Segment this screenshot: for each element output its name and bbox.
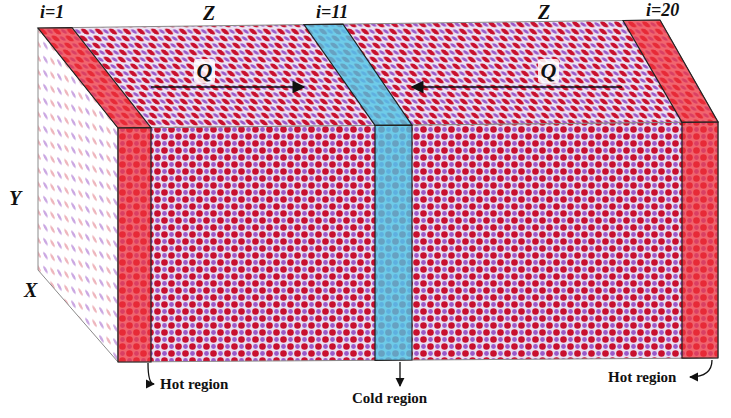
region-slab: i=1Hot region bbox=[38, 27, 151, 362]
region-callout: Hot region bbox=[160, 377, 228, 392]
axis-label: Z bbox=[203, 3, 215, 23]
region-slab: i=11Cold region bbox=[304, 24, 412, 360]
box-top-face bbox=[38, 20, 718, 128]
region-callout: Hot region bbox=[608, 370, 676, 385]
leader-arrow bbox=[399, 362, 400, 386]
hot-slab-top bbox=[623, 20, 718, 122]
hot-slab-front bbox=[118, 128, 151, 362]
slab-index: i=1 bbox=[40, 3, 64, 21]
flux-label: Q bbox=[194, 59, 216, 83]
leader-arrow bbox=[148, 363, 154, 384]
region-slab: i=20Hot region bbox=[622, 20, 718, 358]
axis-label: X bbox=[24, 280, 37, 300]
axis-label: Z bbox=[538, 2, 550, 22]
slab-index: i=20 bbox=[646, 1, 679, 19]
axis-label: Y bbox=[9, 188, 21, 208]
flux-label: Q bbox=[538, 59, 560, 83]
box-front-face bbox=[118, 122, 718, 362]
cold-slab-front bbox=[375, 125, 412, 360]
region-callout: Cold region bbox=[352, 391, 427, 406]
leader-arrow bbox=[690, 360, 712, 377]
slab-index: i=11 bbox=[316, 3, 348, 21]
cold-slab-top bbox=[304, 24, 412, 125]
heat-flux-arrow bbox=[151, 86, 304, 88]
heat-flux-arrow bbox=[412, 86, 622, 88]
hot-slab-front bbox=[682, 122, 718, 358]
hot-slab-top bbox=[38, 28, 151, 128]
